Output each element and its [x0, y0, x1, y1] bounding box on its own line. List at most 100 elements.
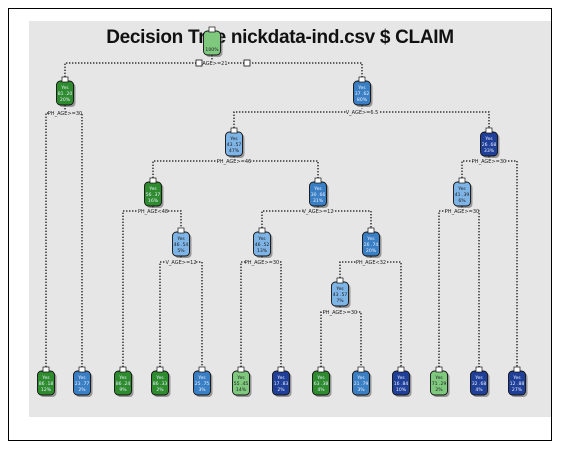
split-label-bg: [165, 258, 197, 266]
split-label: PH_AGE>=30: [245, 258, 279, 266]
split-label-text: PH_AGE>=30: [245, 260, 279, 266]
split-label: V_AGE>=12: [165, 258, 197, 266]
node-text: 12 .88: [510, 381, 525, 387]
node-text: 26 .74: [364, 242, 379, 248]
tree-edge: [240, 256, 282, 373]
node-tab: [42, 366, 50, 373]
node-tab: [61, 76, 69, 83]
node-text: Yes: [434, 375, 443, 381]
node-text: Yes: [512, 375, 521, 381]
tree-edge: [159, 256, 203, 373]
split-label-bg: [196, 59, 228, 67]
node-text: 80%: [357, 97, 368, 103]
split-label-bg: [323, 308, 357, 316]
node-text: 2%: [156, 387, 164, 393]
split-label-bg: [137, 207, 169, 215]
node-text: Yes: [118, 375, 127, 381]
node-tab: [513, 366, 521, 373]
tree-edge: [320, 306, 362, 373]
node-tab: [119, 366, 127, 373]
split-label-bg: [245, 258, 279, 266]
split-label: PH_AGE>=30: [48, 109, 82, 117]
node-text: 63 .38: [314, 381, 329, 387]
node-text: 2%: [277, 387, 285, 393]
chart-title: Decision Tree nickdata-ind.csv $ CLAIM: [106, 27, 454, 48]
node-text: Yes: [474, 375, 483, 381]
node-text: 43 .57: [333, 292, 348, 298]
node-text: 16 .84: [394, 381, 409, 387]
node-text: 6%: [458, 198, 466, 204]
split-label-text: PH_AGE>=30: [323, 310, 357, 316]
split-label-text: PH_AGE<32: [356, 260, 386, 266]
node-text: 26 .68: [482, 142, 497, 148]
node-tab: [78, 366, 86, 373]
node-text: 86 .33: [153, 381, 168, 387]
node-text: 3%: [198, 387, 206, 393]
split-label-text: V_AGE>=21: [196, 61, 227, 67]
node-tab: [358, 76, 366, 83]
node-tab: [475, 366, 483, 373]
node-text: 55 .45: [234, 381, 249, 387]
tree-edge: [64, 55, 363, 83]
node-text: 4%: [317, 387, 325, 393]
node-text: 14%: [236, 387, 247, 393]
node-tab: [397, 366, 405, 373]
split-label-text: PH_AGE>=30: [48, 111, 82, 117]
split-label: PH_AGE<48: [137, 207, 169, 215]
split-label-text: V_AGE>=12: [165, 260, 196, 266]
node-text: 71 .29: [432, 381, 447, 387]
node-text: Yes: [77, 375, 86, 381]
node-tab: [237, 366, 245, 373]
node-text: 56 .37: [146, 192, 161, 198]
node-text: Yes: [60, 85, 69, 91]
node-text: 16%: [148, 198, 159, 204]
node-tab: [435, 366, 443, 373]
node-text: 46 .52: [255, 242, 270, 248]
split-label: V_AGE>=12: [302, 207, 334, 215]
node-tab: [277, 366, 285, 373]
tree-node: 100%: [203, 26, 223, 57]
node-text: 86 .18: [39, 381, 54, 387]
node-text: 13%: [257, 248, 268, 254]
node-text: 47%: [229, 148, 240, 154]
node-text: 37 .62: [355, 91, 370, 97]
split-label-bg: [345, 108, 379, 116]
node-tab: [367, 227, 375, 234]
node-text: Yes: [155, 375, 164, 381]
node-text: Yes: [357, 85, 366, 91]
node-tab: [198, 366, 206, 373]
split-label-text: V_AGE>=6.5: [346, 110, 379, 116]
node-tab: [156, 366, 164, 373]
node-text: Yes: [41, 375, 50, 381]
node-text: Yes: [396, 375, 405, 381]
node-tab: [317, 366, 325, 373]
split-label: V_AGE>=21: [196, 59, 228, 67]
node-text: 86 .24: [116, 381, 131, 387]
figure-frame: Decision Tree nickdata-ind.csv $ CLAIM V…: [8, 8, 552, 441]
split-label-text: PH_AGE<48: [138, 209, 168, 215]
node-text: Yes: [257, 236, 266, 242]
node-text: 17 .83: [274, 381, 289, 387]
node-tab: [458, 177, 466, 184]
split-label: PH_AGE>=30: [323, 308, 357, 316]
branch-marker: [195, 59, 203, 67]
node-text: Yes: [148, 186, 157, 192]
split-label-text: PH_AGE>=30: [445, 209, 479, 215]
split-label: PH_AGE>=30: [472, 157, 506, 165]
split-label-bg: [302, 207, 334, 215]
node-tab: [208, 26, 216, 33]
node-text: 27%: [512, 387, 523, 393]
